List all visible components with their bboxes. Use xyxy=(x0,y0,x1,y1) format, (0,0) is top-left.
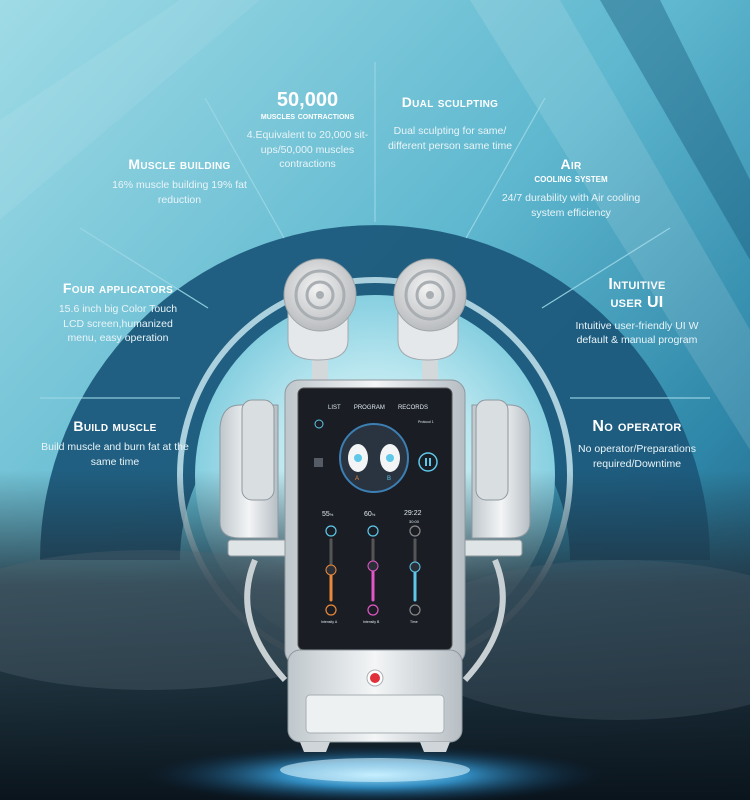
feature-title: Air xyxy=(560,156,582,172)
feature-body: 16% muscle building 19% fat reduction xyxy=(112,179,247,206)
feature-body: 24/7 durability with Air cooling system … xyxy=(501,192,641,219)
feature-body: Build muscle and burn fat at the same ti… xyxy=(41,441,189,468)
feature-title: Four applicators xyxy=(62,280,174,296)
feature-body: 15.6 inch big Color Touch LCD screen,hum… xyxy=(58,303,178,345)
handle-a-label: A xyxy=(355,476,360,482)
feature-title: Build muscle xyxy=(73,418,157,434)
feature-four-applicators: Four applicators 15.6 inch big Color Tou… xyxy=(48,280,188,346)
feature-subtitle: cooling system xyxy=(534,173,608,186)
nav-program[interactable]: PROGRAM xyxy=(353,405,385,411)
feature-body: Intuitive user-friendly UI W default & m… xyxy=(575,319,699,347)
feature-air-cooling: Air cooling system 24/7 durability with … xyxy=(496,156,646,220)
nav-list[interactable]: LIST xyxy=(328,405,341,411)
feature-body: No operator/Preparations required/Downti… xyxy=(578,443,696,471)
feature-contractions: 50,000 muscles contractions 4.Equivalent… xyxy=(240,90,375,172)
label-intensity-b: Intensity B xyxy=(363,620,380,624)
screen-nav: LIST PROGRAM RECORDS xyxy=(328,405,428,411)
feature-title: Muscle building xyxy=(128,156,231,172)
feature-intuitive-ui: Intuitive user UI Intuitive user-friendl… xyxy=(562,276,712,348)
screen-protocol: Protocol 1 xyxy=(418,420,434,424)
feature-no-operator: No operator No operator/Preparations req… xyxy=(562,418,712,472)
feature-title: Intuitive user UI xyxy=(608,276,666,312)
feature-number: 50,000 xyxy=(276,89,339,111)
feature-title: muscles contractions xyxy=(260,111,355,122)
label-intensity-a: Intensity A xyxy=(321,620,338,624)
intensity-b-value: 60% xyxy=(364,511,376,518)
feature-dual-sculpting: Dual sculpting Dual sculpting for same/ … xyxy=(380,94,520,153)
nav-records[interactable]: RECORDS xyxy=(397,405,428,411)
intensity-a-value: 55% xyxy=(322,511,334,518)
feature-title: Dual sculpting xyxy=(401,94,499,110)
machine-illustration xyxy=(219,258,531,752)
label-time: Time xyxy=(410,620,418,624)
feature-body: 4.Equivalent to 20,000 sit-ups/50,000 mu… xyxy=(246,129,369,171)
handle-b-label: B xyxy=(387,476,392,482)
time-total: 30:00 xyxy=(409,519,420,524)
feature-body: Dual sculpting for same/ different perso… xyxy=(387,125,513,152)
feature-build-muscle: Build muscle Build muscle and burn fat a… xyxy=(40,418,190,469)
time-value: 29:22 xyxy=(404,510,422,517)
feature-muscle-building: Muscle building 16% muscle building 19% … xyxy=(112,156,247,207)
feature-title: No operator xyxy=(592,418,682,435)
